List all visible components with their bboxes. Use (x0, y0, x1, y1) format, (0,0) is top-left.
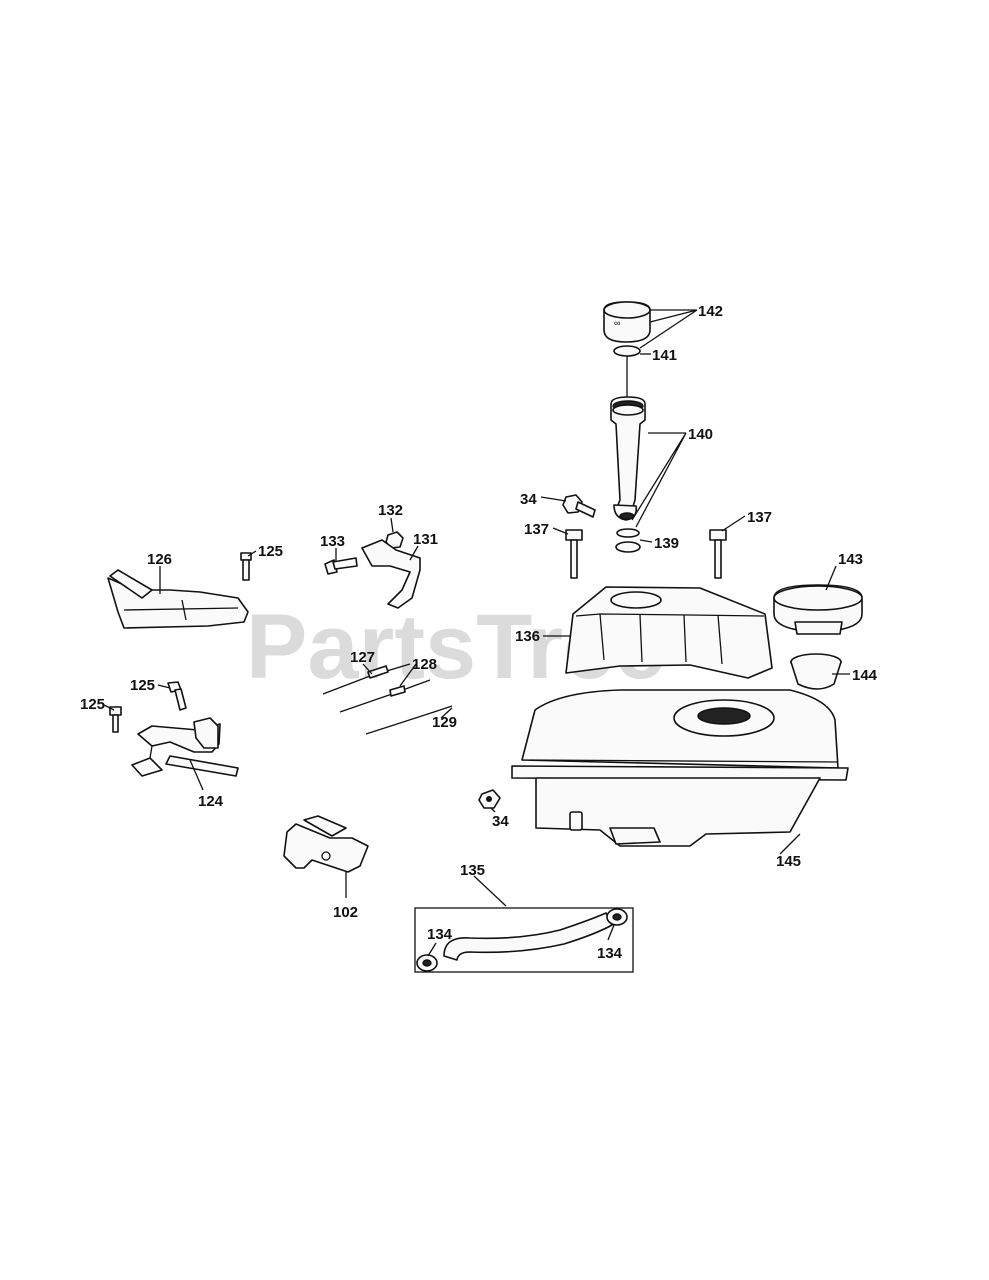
callout-125-left: 125 (80, 696, 105, 713)
callout-135: 135 (460, 862, 485, 879)
part-128-cable[interactable] (339, 679, 431, 713)
part-125-screw-middle[interactable] (167, 681, 187, 711)
callout-128: 128 (412, 656, 437, 673)
leader-lines (103, 309, 850, 957)
part-34-bolt-upper[interactable] (562, 494, 596, 518)
part-134-hose-clamp-left[interactable] (416, 954, 438, 972)
callout-125-top: 125 (258, 543, 283, 560)
callout-143: 143 (838, 551, 863, 568)
callout-129: 129 (432, 714, 457, 731)
part-131-bracket[interactable] (361, 539, 421, 609)
callout-140: 140 (688, 426, 713, 443)
part-134-hose-clamp-right[interactable] (606, 908, 628, 926)
callout-141: 141 (652, 347, 677, 364)
callout-134-right: 134 (597, 945, 623, 962)
callout-137-left: 137 (524, 521, 549, 538)
callout-134-left: 134 (427, 926, 453, 943)
part-139-o-rings[interactable] (615, 528, 641, 553)
callout-102: 102 (333, 904, 358, 921)
callout-144: 144 (852, 667, 878, 684)
part-127-cable-spring[interactable] (322, 663, 411, 695)
callout-131: 131 (413, 531, 438, 548)
callout-132: 132 (378, 502, 403, 519)
part-143-fuel-cap[interactable] (773, 584, 863, 635)
part-126-bracket[interactable] (107, 569, 249, 629)
part-135-fuel-line-kit[interactable] (414, 907, 634, 973)
callout-142: 142 (698, 303, 723, 320)
callout-126: 126 (147, 551, 172, 568)
part-124-lever-bracket[interactable] (131, 717, 239, 777)
svg-text:∞: ∞ (614, 318, 620, 328)
callout-124: 124 (198, 793, 224, 810)
part-142-dipstick-cap[interactable]: ∞ (603, 301, 651, 343)
part-144-fuel-strainer[interactable] (790, 653, 842, 690)
part-102-bracket[interactable] (283, 815, 369, 873)
part-136-tank-shield[interactable] (565, 586, 773, 679)
callout-139: 139 (654, 535, 679, 552)
callout-137-right: 137 (747, 509, 772, 526)
callout-34-lower: 34 (492, 813, 509, 830)
part-125-screw-top[interactable] (240, 552, 252, 581)
part-137-bolt-left[interactable] (565, 529, 583, 579)
part-145-fuel-tank[interactable] (511, 689, 849, 847)
callout-145: 145 (776, 853, 801, 870)
part-140-dipstick-tube[interactable] (610, 356, 646, 521)
part-133-screw[interactable] (324, 557, 358, 575)
callout-125-middle: 125 (130, 677, 155, 694)
part-129-cable[interactable] (365, 705, 453, 735)
callout-34-upper: 34 (520, 491, 537, 508)
part-137-bolt-right[interactable] (709, 529, 727, 579)
part-125-screw-left[interactable] (109, 706, 122, 733)
part-141-o-ring[interactable] (613, 345, 641, 357)
callout-127: 127 (350, 649, 375, 666)
part-34-nut-lower[interactable] (478, 789, 501, 809)
callout-136: 136 (515, 628, 540, 645)
callout-133: 133 (320, 533, 345, 550)
